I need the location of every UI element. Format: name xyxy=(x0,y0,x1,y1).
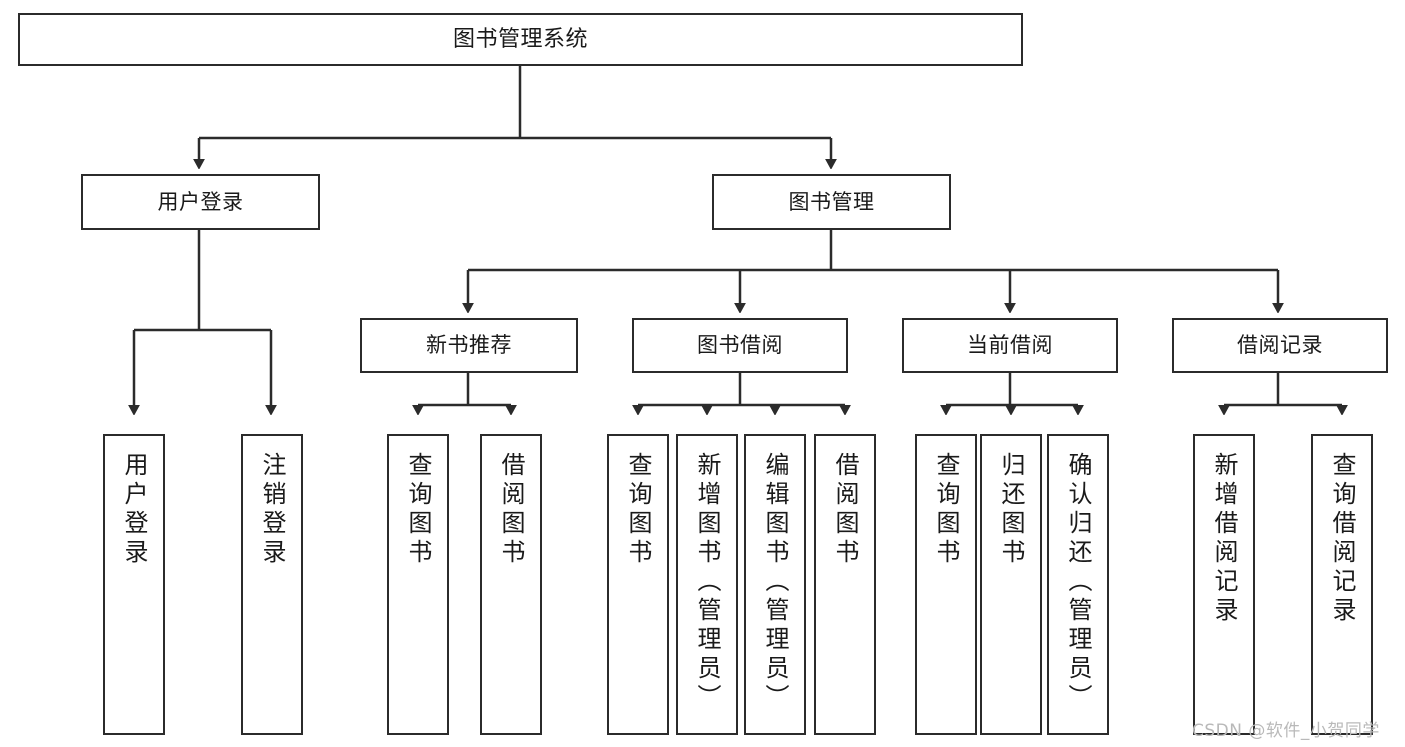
leaf-label: 归还图书 xyxy=(997,452,1025,568)
leaf-current-borrow-query[interactable]: 查询图书 xyxy=(915,434,977,735)
leaf-label: 编辑图书（管理员） xyxy=(761,452,789,713)
leaf-new-book-query[interactable]: 查询图书 xyxy=(387,434,449,735)
leaf-label: 查询图书 xyxy=(932,452,960,568)
leaf-borrow-record-add[interactable]: 新增借阅记录 xyxy=(1193,434,1255,735)
leaf-label: 查询图书 xyxy=(624,452,652,568)
leaf-label: 确认归还（管理员） xyxy=(1064,452,1092,713)
leaf-new-book-borrow[interactable]: 借阅图书 xyxy=(480,434,542,735)
node-new-book-recommend-label: 新书推荐 xyxy=(426,333,512,358)
node-user-login[interactable]: 用户登录 xyxy=(81,174,320,230)
node-root-label: 图书管理系统 xyxy=(452,26,588,52)
csdn-watermark: CSDN @软件_小贺同学 xyxy=(1192,721,1380,741)
node-borrow-record[interactable]: 借阅记录 xyxy=(1172,318,1388,373)
node-book-borrow[interactable]: 图书借阅 xyxy=(632,318,848,373)
node-borrow-record-label: 借阅记录 xyxy=(1237,333,1323,358)
node-current-borrow[interactable]: 当前借阅 xyxy=(902,318,1118,373)
leaf-label: 新增借阅记录 xyxy=(1210,452,1238,626)
leaf-label: 查询图书 xyxy=(404,452,432,568)
leaf-label: 借阅图书 xyxy=(497,452,525,568)
node-user-login-label: 用户登录 xyxy=(157,189,244,214)
node-book-manage-label: 图书管理 xyxy=(788,189,875,214)
leaf-book-borrow-query[interactable]: 查询图书 xyxy=(607,434,669,735)
leaf-label: 注销登录 xyxy=(258,452,286,568)
leaf-current-borrow-return[interactable]: 归还图书 xyxy=(980,434,1042,735)
leaf-label: 借阅图书 xyxy=(831,452,859,568)
leaf-borrow-record-query[interactable]: 查询借阅记录 xyxy=(1311,434,1373,735)
leaf-user-login-login[interactable]: 用户登录 xyxy=(103,434,165,735)
node-book-borrow-label: 图书借阅 xyxy=(697,333,783,358)
node-book-manage[interactable]: 图书管理 xyxy=(712,174,951,230)
leaf-label: 查询借阅记录 xyxy=(1328,452,1356,626)
node-root[interactable]: 图书管理系统 xyxy=(18,13,1023,66)
leaf-book-borrow-borrow[interactable]: 借阅图书 xyxy=(814,434,876,735)
node-current-borrow-label: 当前借阅 xyxy=(967,333,1053,358)
leaf-current-borrow-confirm-return[interactable]: 确认归还（管理员） xyxy=(1047,434,1109,735)
leaf-book-borrow-add[interactable]: 新增图书（管理员） xyxy=(676,434,738,735)
leaf-label: 新增图书（管理员） xyxy=(693,452,721,713)
leaf-book-borrow-edit[interactable]: 编辑图书（管理员） xyxy=(744,434,806,735)
leaf-label: 用户登录 xyxy=(120,452,148,568)
leaf-user-login-logout[interactable]: 注销登录 xyxy=(241,434,303,735)
node-new-book-recommend[interactable]: 新书推荐 xyxy=(360,318,578,373)
